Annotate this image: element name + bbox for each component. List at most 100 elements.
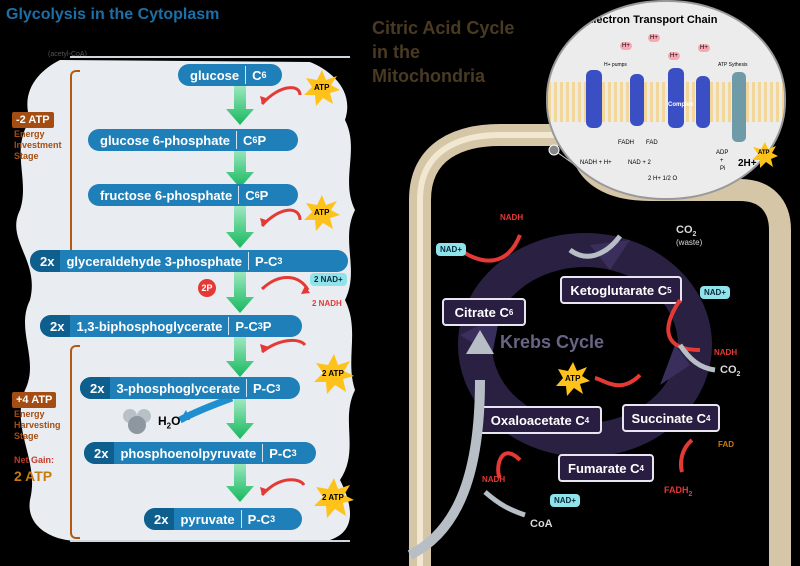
step-name: 3-phosphoglycerate	[116, 380, 240, 396]
step-formula-sub: 3	[257, 321, 263, 331]
step-mult: 2x	[80, 377, 111, 399]
compound-sub: 4	[705, 413, 711, 423]
etc-nad: NAD + 2	[628, 160, 651, 166]
compound-c: C	[630, 460, 640, 476]
atp-burst-4	[314, 478, 354, 518]
atp-burst-2-label: ATP	[314, 208, 330, 217]
krebs-nadh-2: NADH	[714, 348, 738, 357]
investment-atp: -2 ATP	[12, 112, 54, 128]
compound-name: Oxaloacetate	[490, 412, 572, 428]
acetyl-label: (acetyl-CoA)	[48, 51, 87, 58]
h-plus-2: H+	[648, 34, 660, 42]
step-formula: P-C	[235, 318, 258, 334]
atp-burst-4-label: 2 ATP	[322, 493, 344, 502]
krebs-waste-label: (waste)	[676, 238, 703, 247]
etc-pi: Pi	[720, 166, 726, 172]
compound-name: Fumarate	[568, 460, 627, 476]
step-mult: 2x	[30, 250, 61, 272]
step-name: glucose 6-phosphate	[100, 132, 231, 148]
etc-adp: ADP	[716, 150, 729, 156]
krebs-title-line1: Citric Acid Cycle	[372, 18, 515, 38]
krebs-title-line2: in the	[372, 42, 420, 62]
etc-plus: +	[720, 158, 724, 164]
krebs-nadh-1: NADH	[500, 213, 524, 222]
step-mult: 2x	[40, 315, 71, 337]
h-pumps-label: H+ pumps	[604, 62, 627, 68]
step-name: glucose	[190, 67, 240, 83]
fadh2-text: FADH	[664, 485, 689, 495]
water-h: H	[158, 414, 167, 428]
step-formula-sub: 3	[270, 514, 276, 524]
compound-name: Citrate	[454, 304, 496, 320]
step-formula-post: P	[262, 318, 272, 334]
krebs-coa: CoA	[530, 518, 553, 530]
atp-burst-1	[304, 70, 340, 106]
atp-burst-3-label: 2 ATP	[322, 369, 344, 378]
step-name: glyceraldehyde 3-phosphate	[66, 253, 243, 269]
step-formula-post: P	[259, 187, 269, 203]
step-name: fructose 6-phosphate	[100, 187, 233, 203]
step-formula-sub: 6	[261, 70, 267, 80]
krebs-title-line3: Mitochondria	[372, 66, 485, 86]
compound-c: C	[499, 304, 509, 320]
step-formula: C	[252, 67, 262, 83]
net-gain-value: 2 ATP	[14, 468, 53, 484]
h-plus-1: H+	[620, 42, 632, 50]
krebs-cycle-label: Krebs Cycle	[500, 332, 605, 352]
step-formula-sub: 3	[291, 448, 297, 458]
step-formula: P-C	[269, 445, 292, 461]
krebs-nad-plus-1: NAD+	[436, 243, 467, 256]
compound-name: Succinate	[631, 410, 693, 426]
atp-burst-2	[304, 195, 340, 231]
krebs-nad-plus-2: NAD+	[700, 286, 731, 299]
etc-h2o-text: 2 H+ 1/2 O	[648, 176, 678, 182]
water-o: O	[171, 414, 181, 428]
krebs-nadh-3: NADH	[482, 475, 506, 484]
etc-fad: FAD	[646, 140, 658, 146]
cytoplasm-cloud	[16, 60, 356, 541]
investment-label-3: Stage	[14, 151, 39, 161]
etc-atp-label: ATP	[758, 150, 770, 156]
step-formula-post: P	[257, 132, 267, 148]
step-formula: C	[245, 187, 255, 203]
step-formula: P-C	[253, 380, 276, 396]
water-molecule-icon	[123, 409, 151, 434]
co2-text: CO	[676, 224, 693, 236]
co2-sub: 2	[736, 371, 741, 379]
step-formula-sub: 3	[275, 383, 281, 393]
complex-3	[668, 68, 684, 128]
atp-synthesis-label: ATP Sythesis	[718, 62, 748, 68]
harvest-label-1: Energy	[14, 409, 45, 419]
glycolysis-title: Glycolysis in the Cytoplasm	[6, 6, 219, 24]
membrane	[548, 82, 784, 122]
krebs-co2-1: CO2	[676, 224, 696, 238]
complex-4	[696, 76, 710, 128]
top-rule	[70, 56, 350, 58]
etc-circle: Electron Transport Chain Complex H+ pump…	[546, 0, 786, 200]
etc-nadh: NADH + H+	[580, 160, 612, 166]
step-formula: P-C	[255, 253, 278, 269]
etc-title: Electron Transport Chain	[586, 14, 718, 26]
co2-sub: 2	[692, 231, 697, 239]
compound-sub: 6	[508, 307, 514, 317]
harvest-bracket	[70, 345, 80, 539]
krebs-nad-plus-3: NAD+	[550, 494, 581, 507]
two-p-badge: 2P	[198, 279, 216, 297]
atp-synthase	[732, 72, 746, 142]
step-name: 1,3-biphosphoglycerate	[76, 318, 223, 334]
etc-2h: 2H+	[738, 158, 757, 169]
compound-sub: 5	[667, 285, 672, 295]
compound-c: C	[657, 282, 668, 298]
glycolysis-title-strong: Glycolysis	[6, 6, 87, 23]
harvest-label-3: Stage	[14, 431, 39, 441]
h-plus-4: H+	[668, 52, 680, 60]
